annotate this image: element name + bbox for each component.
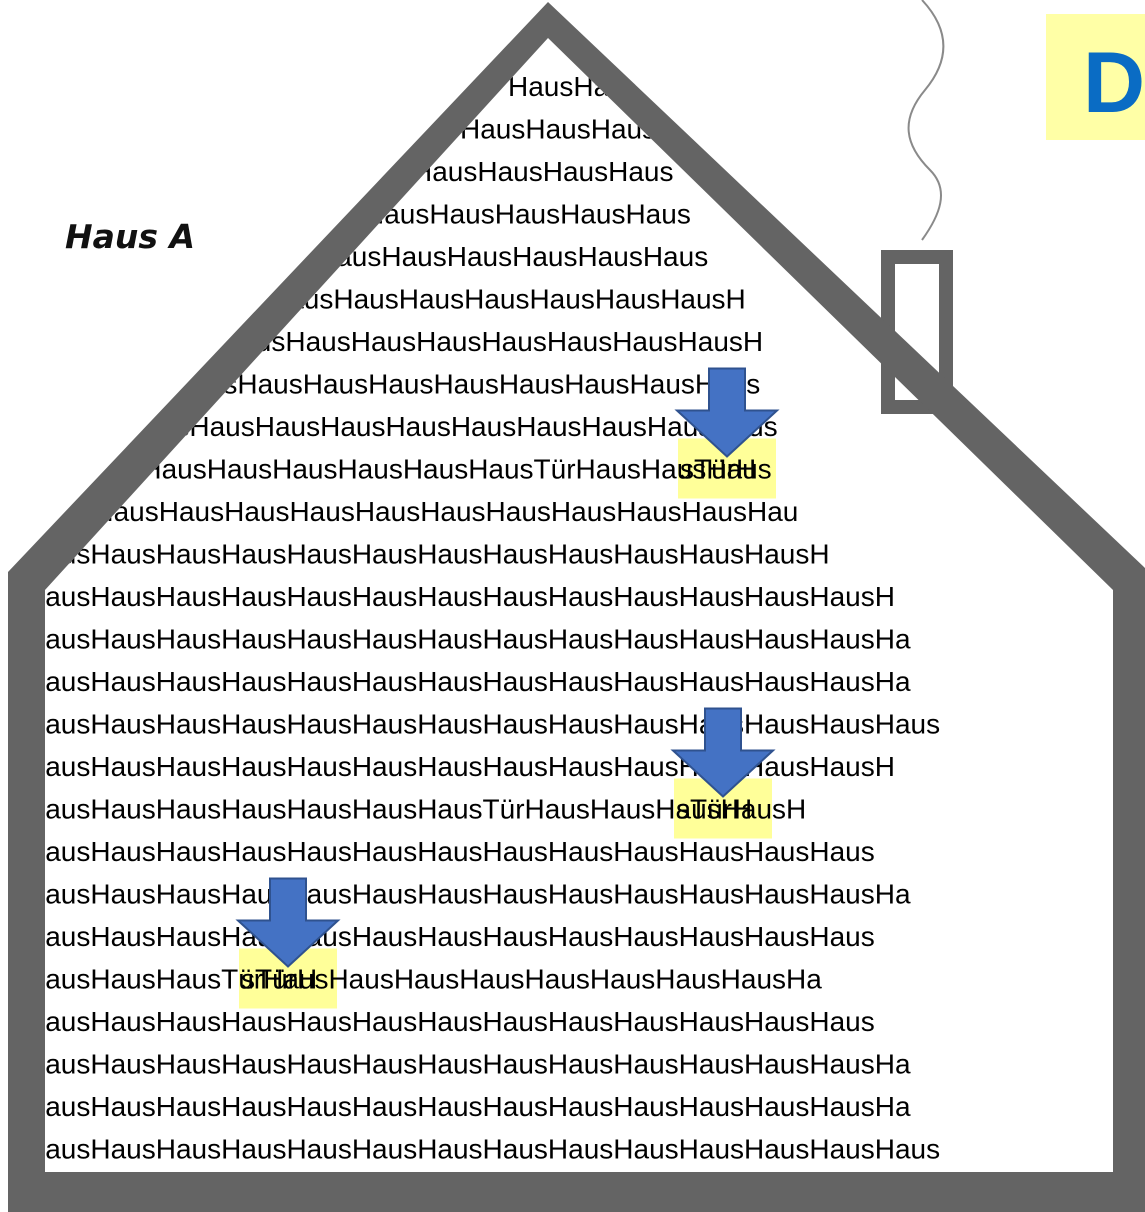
wall-text-row: HausHausHaus — [460, 114, 656, 145]
wall-text-row: HausHausHausHausHausHausHausHausH — [220, 326, 763, 357]
smoke-line — [909, 0, 944, 240]
wall-text-row: HausHausHausHausHausHausHausHausHausHaus… — [25, 879, 911, 910]
wall-text-row: HausHausHausHausHausHausHausHausHausHaus… — [25, 666, 911, 697]
wall-text-row: HausHausHausTürHausHausHausHausHausHausH… — [25, 964, 822, 995]
wall-text-row: HausHausHausHausHausHausHausHausHausHaus… — [25, 581, 895, 612]
wall-text-row: HausHausHausHausHausHaus — [316, 241, 708, 272]
corner-badge: D — [1046, 14, 1145, 140]
wall-text-row: HausHausHausHausHausHausHausHausHausHaus… — [25, 1006, 875, 1037]
wall-text-row: HausHausHausHausHausHausHausHausHausHaus… — [25, 624, 911, 655]
wall-text-row: HausHausHausHausHausHausHausHausHaus — [172, 369, 760, 400]
wall-text-row: HausHausHausHausHaus — [364, 199, 691, 230]
wall-text-row: HausHausHausHausHausHausHausHausHausHaus… — [25, 1091, 911, 1122]
wall-text-row: HausHausHausHausHausHausHausHausHausHaus… — [28, 496, 798, 527]
wall-text-row: HausHausHausHaus — [412, 156, 673, 187]
wall-text-row: HausHausHausHausHausHausHausTürHausHausH… — [76, 454, 772, 485]
wall-text-row: HausHausHausHausHausHausHausHausHausHaus… — [25, 539, 830, 570]
wall-text-row: HausHausHausHausHausHausHausHausHausHaus… — [25, 921, 875, 952]
wall-text-row: HausHausHausHausHausHausHausHausHausHaus — [124, 411, 778, 442]
wall-text-row: HausHausHausHausHausHausHausTürHausHausH… — [25, 794, 806, 825]
wall-text-row: HausHausHausHausHausHausHausHausHausHaus… — [25, 836, 875, 867]
wall-text-row: HausHausHausHausHausHausHausHausHausHaus… — [25, 1134, 940, 1165]
corner-badge-letter: D — [1083, 35, 1145, 131]
house-label: Haus A — [65, 217, 195, 256]
wall-text-row: HausHausHausHausHausHausHausHausHausHaus… — [25, 709, 940, 740]
house-floor — [8, 1172, 1145, 1212]
wall-text-row: HausHausHausHausHausHausHausHausHausHaus… — [25, 1049, 911, 1080]
wall-text-row: HausHausHausHausHausHausHausH — [268, 284, 746, 315]
